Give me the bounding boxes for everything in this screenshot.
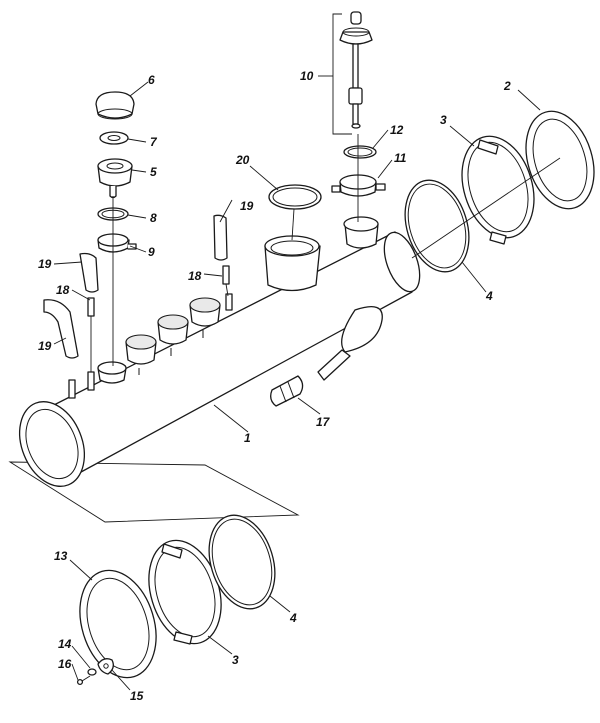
level-sensor-10 xyxy=(339,11,373,129)
end-ring-2 xyxy=(525,110,595,210)
barb-18-right xyxy=(222,265,230,285)
callout-13: 13 xyxy=(54,549,68,563)
callout-16: 16 xyxy=(58,657,72,671)
callout-3-top: 3 xyxy=(440,113,447,127)
callout-17: 17 xyxy=(316,415,331,429)
end-ring-13 xyxy=(79,569,157,679)
washer-7 xyxy=(99,131,129,145)
callout-5: 5 xyxy=(150,165,157,179)
callout-19-top-right: 19 xyxy=(240,199,254,213)
inlet-port xyxy=(264,235,321,292)
callout-3-bottom: 3 xyxy=(232,653,239,667)
clamp-11 xyxy=(331,174,386,197)
callout-20: 20 xyxy=(235,153,250,167)
callout-18-left: 18 xyxy=(56,283,70,297)
callout-18-right: 18 xyxy=(188,269,202,283)
gasket-4-bottom xyxy=(208,514,276,610)
screw-16 xyxy=(76,675,91,686)
hose-19-low-left xyxy=(43,299,79,359)
seal-ring-20 xyxy=(268,184,322,210)
bracket-tab-15 xyxy=(97,658,114,675)
hose-19-mid-left xyxy=(79,252,99,293)
end-clamp-3-bottom xyxy=(148,539,222,645)
washer-14 xyxy=(87,668,97,676)
callout-1: 1 xyxy=(244,431,251,445)
hose-19-top-right xyxy=(213,214,228,261)
callout-11: 11 xyxy=(394,151,407,165)
callout-19-mid-left: 19 xyxy=(38,257,52,271)
callout-19-low-left: 19 xyxy=(38,339,52,353)
callout-10: 10 xyxy=(300,69,314,83)
clamp-9 xyxy=(97,233,137,253)
assembly-axis-right xyxy=(411,157,561,259)
callout-2: 2 xyxy=(503,79,511,93)
gasket-4-top xyxy=(404,179,470,273)
sensor-port xyxy=(343,216,379,249)
threaded-fitting-5 xyxy=(97,158,133,199)
drain-hose-fitting xyxy=(270,375,304,407)
reference-plane-outline xyxy=(8,461,300,523)
callout-4-top: 4 xyxy=(485,289,493,303)
leader-lines xyxy=(53,75,541,691)
assembly-line-barb-right xyxy=(225,283,229,297)
callout-7: 7 xyxy=(150,135,158,149)
callout-4-bottom: 4 xyxy=(289,611,297,625)
main-pipe-body xyxy=(19,231,421,487)
callout-bracket-10 xyxy=(332,13,352,135)
cap-6 xyxy=(95,91,135,120)
pipe-port-caps xyxy=(97,297,221,384)
barb-18-left xyxy=(87,297,95,317)
callout-8: 8 xyxy=(150,211,157,225)
callout-12: 12 xyxy=(390,123,404,137)
callout-6: 6 xyxy=(148,73,155,87)
callout-14: 14 xyxy=(58,637,72,651)
o-ring-12 xyxy=(343,145,377,159)
callout-9: 9 xyxy=(148,245,155,259)
callout-15: 15 xyxy=(130,689,144,703)
assembly-line-20 xyxy=(291,208,295,241)
